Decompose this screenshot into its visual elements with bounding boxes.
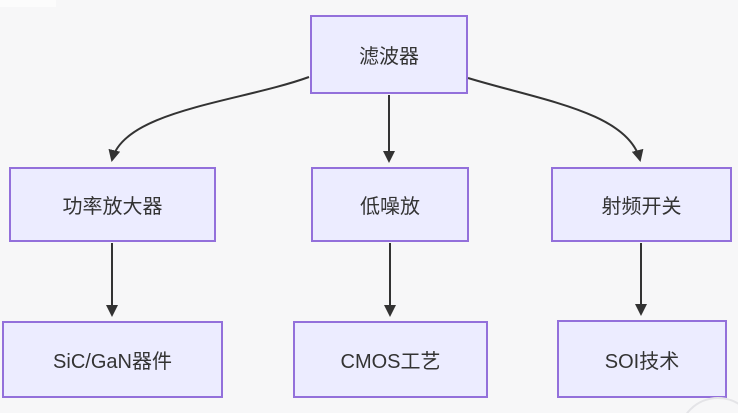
node-power-amplifier-label: 功率放大器 — [62, 196, 163, 218]
node-soi-technology: SOI技术 — [557, 320, 727, 398]
edge-filter-to-power-amp — [108, 76, 310, 162]
node-sic-gan-devices-label: SiC/GaN器件 — [53, 351, 172, 373]
node-sic-gan-devices: SiC/GaN器件 — [2, 321, 223, 398]
node-filter-label: 滤波器 — [359, 46, 419, 68]
node-low-noise-amplifier-label: 低噪放 — [360, 196, 420, 218]
node-power-amplifier: 功率放大器 — [9, 167, 216, 242]
node-cmos-process: CMOS工艺 — [293, 321, 488, 398]
node-rf-switch-label: 射频开关 — [601, 196, 682, 218]
page-edge-artifact — [0, 0, 56, 7]
node-low-noise-amplifier: 低噪放 — [311, 167, 469, 242]
node-soi-technology-label: SOI技术 — [604, 350, 680, 373]
edge-filter-to-rf-switch — [467, 77, 644, 162]
node-rf-switch: 射频开关 — [551, 167, 732, 242]
node-cmos-process-label: CMOS工艺 — [340, 351, 441, 373]
node-filter: 滤波器 — [310, 15, 468, 94]
